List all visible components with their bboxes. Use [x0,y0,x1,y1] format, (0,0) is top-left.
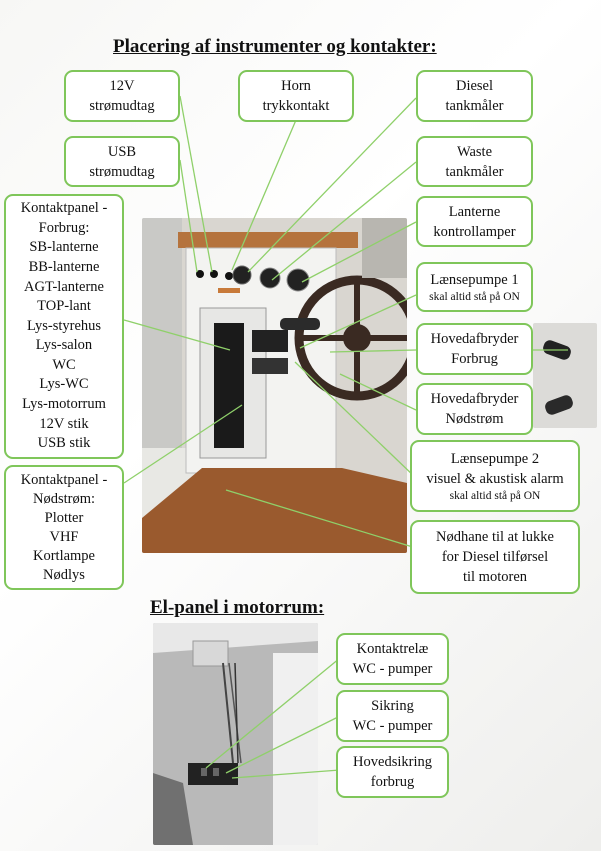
label-line: kontrollamper [433,223,516,240]
helm-station-photo [142,218,407,553]
label-lantern-lamps: Lanterne kontrollamper [416,196,533,247]
label-note: skal altid stå på ON [449,489,541,502]
label-line: Hovedafbryder [430,331,519,347]
label-horn: Horn trykkontakt [238,70,354,122]
label-line: Plotter [44,509,84,526]
label-line: til motoren [462,569,528,585]
label-line: Lanterne [448,203,501,220]
label-line: USB stik [37,435,91,452]
section-title-motor: El-panel i motorrum: [150,597,325,618]
label-fuse-wc: Sikring WC - pumper [336,690,449,742]
label-line: WC - pumper [352,661,433,677]
label-line: USB [107,143,137,160]
label-main-fuse: Hovedsikring forbrug [336,746,449,798]
label-usb-outlet: USB strømudtag [64,136,180,187]
label-line: WC - pumper [352,718,433,734]
label-line: 12V stik [39,415,89,432]
label-line: Waste [456,143,493,160]
label-line: Kortlampe [32,547,95,564]
label-line: AGT-lanterne [24,278,104,295]
label-line: VHF [49,528,79,545]
label-line: WC [52,356,76,373]
label-line: tankmåler [445,163,504,180]
label-line: Hovedafbryder [430,391,519,407]
label-waste-gauge: Waste tankmåler [416,136,533,187]
label-line: strømudtag [89,98,155,114]
label-line: Lys-styrehus [26,317,102,334]
label-line: Nødhane til at lukke [436,529,554,545]
label-line: Nødlys [43,566,85,583]
label-line: Lænsepumpe 1 [430,271,519,288]
label-diesel-gauge: Diesel tankmåler [416,70,533,122]
page-title: Placering af instrumenter og kontakter: [113,36,437,57]
label-12v-outlet: 12V strømudtag [64,70,180,122]
label-line: Lys-salon [35,337,93,354]
label-line: Nødstrøm [445,411,504,427]
engine-room-photo [153,623,318,845]
label-main-switch-consumption: Hovedafbryder Forbrug [416,323,533,375]
label-line: Lys-motorrum [22,396,106,413]
label-line: Kontaktpanel - [20,200,108,217]
label-line: TOP-lant [37,298,91,315]
label-line: 12V [109,78,135,94]
label-line: visuel & akustisk alarm [426,470,564,487]
label-line: Kontaktpanel - [20,471,108,488]
label-bilge-pump-2: Lænsepumpe 2 visuel & akustisk alarm ska… [410,440,580,512]
main-switch-photo [533,323,597,428]
label-line: Lys-WC [39,376,89,393]
label-note: skal altid stå på ON [429,290,520,303]
label-bilge-pump-1: Lænsepumpe 1 skal altid stå på ON [416,262,533,312]
label-line: strømudtag [89,163,155,180]
label-line: Diesel [455,78,494,94]
label-line: Hovedsikring [353,754,432,770]
label-line: Lænsepumpe 2 [450,450,540,467]
label-main-switch-emergency: Hovedafbryder Nødstrøm [416,383,533,435]
label-line: BB-lanterne [28,258,100,275]
label-emergency-valve: Nødhane til at lukke for Diesel tilførse… [410,520,580,594]
label-line: forbrug [370,774,415,790]
label-line: Sikring [371,698,414,714]
label-line: Forbrug [451,351,498,367]
label-line: Horn [281,78,311,94]
label-line: Nødstrøm: [32,490,96,507]
label-line: Forbrug: [38,219,90,236]
label-panel-emergency: Kontaktpanel - Nødstrøm: Plotter VHF Kor… [4,465,124,590]
label-line: for Diesel tilførsel [441,549,549,565]
label-line: trykkontakt [262,98,330,114]
label-line: Kontaktrelæ [356,641,429,657]
label-contact-relay: Kontaktrelæ WC - pumper [336,633,449,685]
label-line: SB-lanterne [29,239,99,256]
label-line: tankmåler [445,98,504,114]
label-panel-consumption: Kontaktpanel - Forbrug: SB-lanterne BB-l… [4,194,124,459]
